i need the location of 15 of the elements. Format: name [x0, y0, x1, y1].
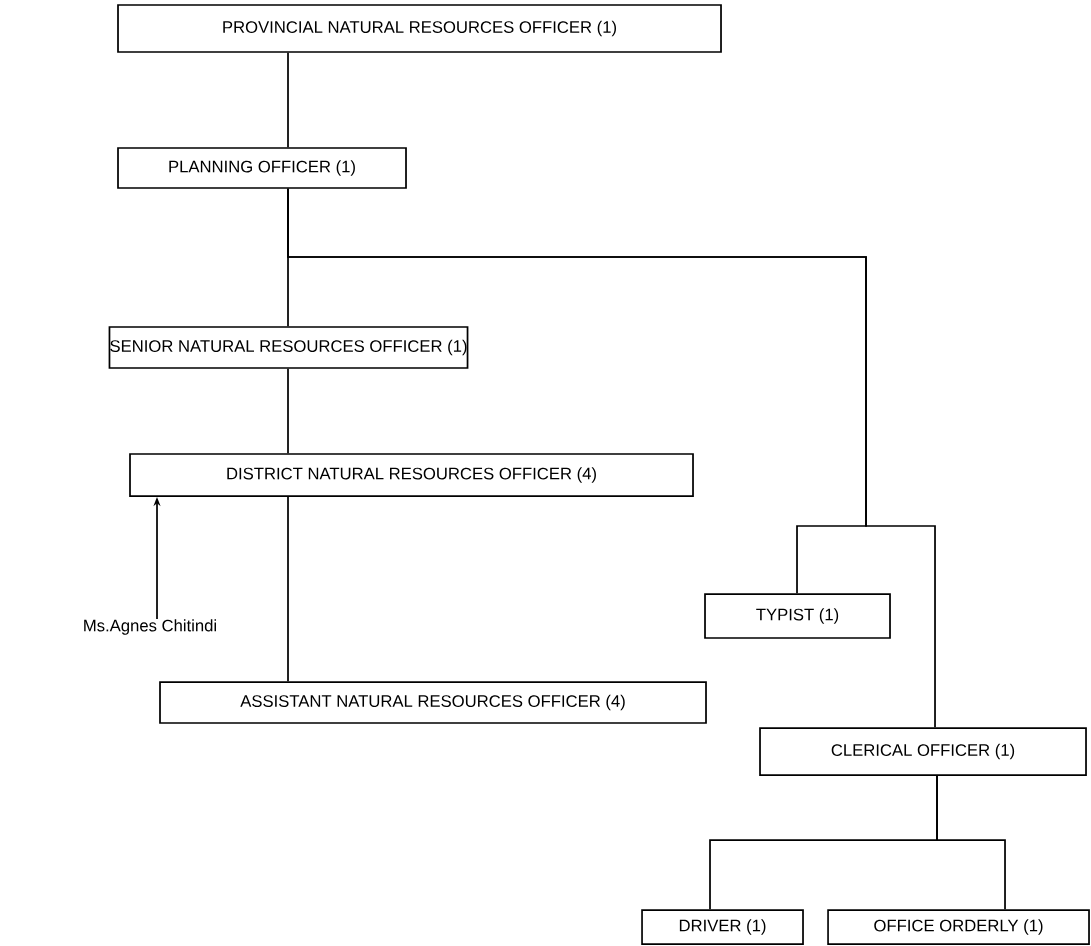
- org-box: CLERICAL OFFICER (1): [759, 727, 1087, 776]
- org-box: DRIVER (1): [641, 909, 804, 945]
- org-box: PLANNING OFFICER (1): [117, 147, 407, 189]
- org-box: SENIOR NATURAL RESOURCES OFFICER (1): [108, 326, 469, 369]
- org-box: ASSISTANT NATURAL RESOURCES OFFICER (4): [159, 681, 707, 724]
- connector-line: [287, 496, 289, 682]
- connector-line: [287, 52, 289, 148]
- connector-line: [287, 188, 936, 728]
- org-box: TYPIST (1): [704, 593, 891, 639]
- connector-line: [936, 775, 1006, 910]
- org-box: OFFICE ORDERLY (1): [827, 909, 1090, 945]
- name-label: Ms.Agnes Chitindi: [84, 619, 216, 635]
- org-box: DISTRICT NATURAL RESOURCES OFFICER (4): [129, 453, 694, 497]
- connector-line: [287, 368, 289, 454]
- org-box: PROVINCIAL NATURAL RESOURCES OFFICER (1): [117, 4, 722, 53]
